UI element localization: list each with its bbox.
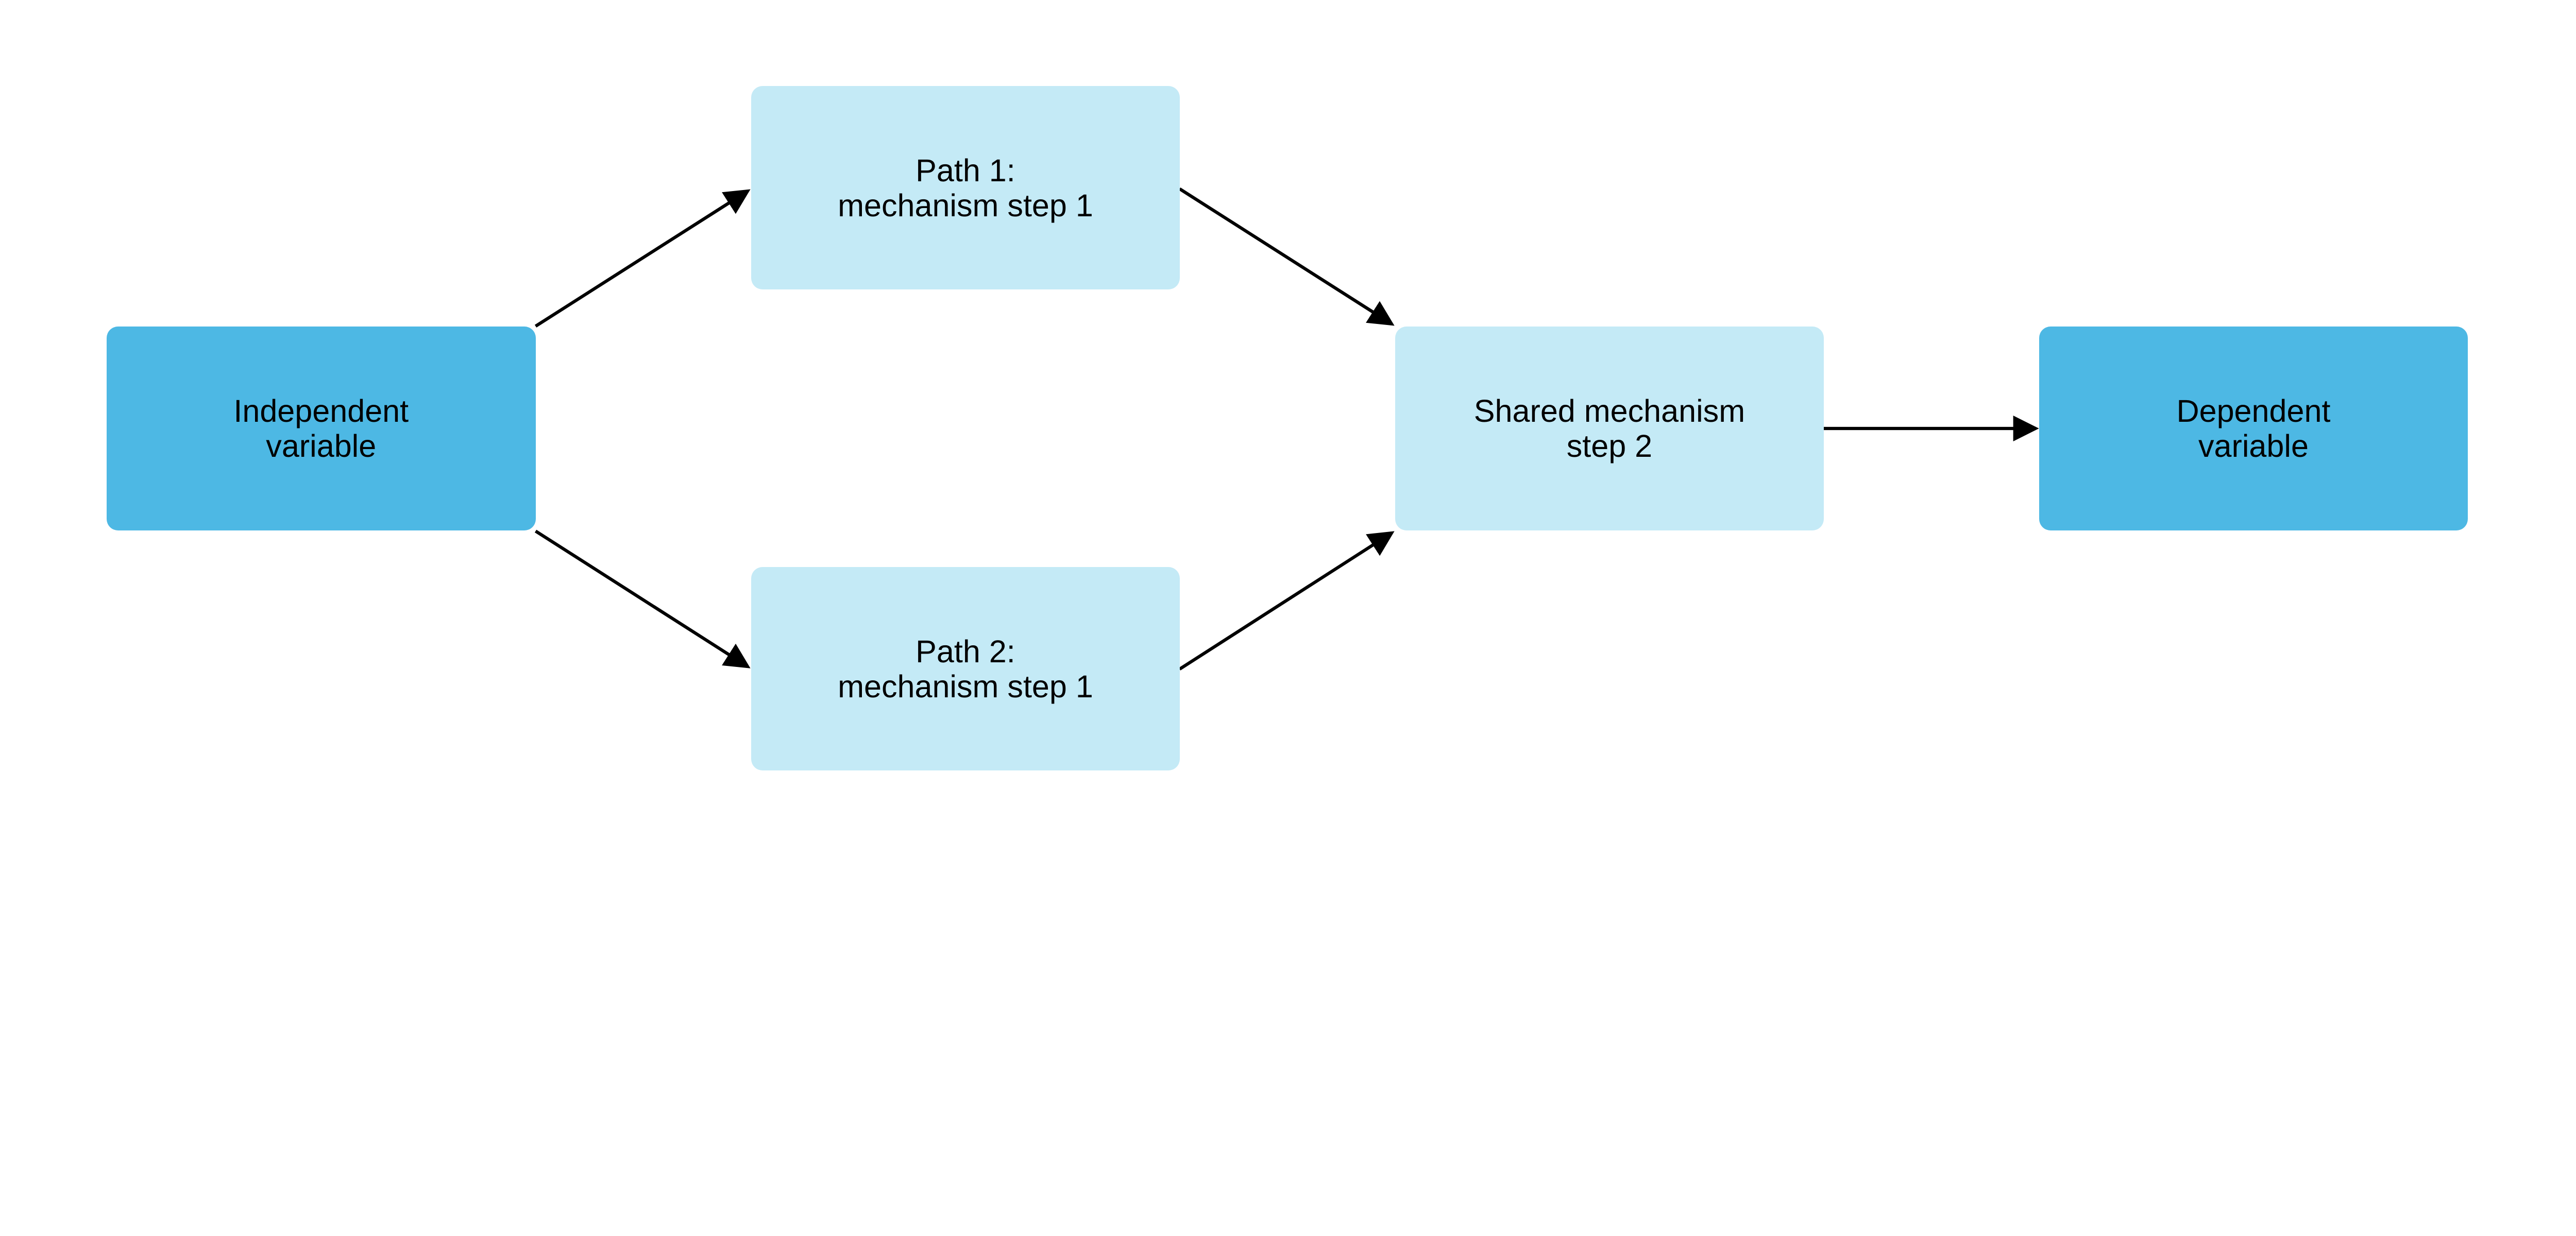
node-dependent-variable: Dependent variable [2039,326,2468,530]
node-label-line: variable [266,428,377,464]
node-label-line: Dependent [2176,393,2331,428]
arrow-path2-to-shared [1178,531,1395,671]
node-shared-mechanism-step2: Shared mechanism step 2 [1395,326,1824,530]
arrow-independent-to-path2 [534,529,751,668]
node-independent-variable: Independent variable [106,326,536,530]
node-path2-step1: Path 2: mechanism step 1 [751,566,1180,771]
node-label-line: Path 1: [916,152,1015,188]
node-path1-step1: Path 1: mechanism step 1 [751,85,1180,290]
node-label-line: Path 2: [916,633,1015,669]
node-label-line: Shared mechanism [1473,393,1745,428]
node-label-line: step 2 [1566,428,1653,464]
arrow-path1-to-shared [1178,187,1395,326]
arrows-layer [534,187,2039,671]
node-label-line: variable [2198,428,2309,464]
node-label-line: mechanism step 1 [838,668,1093,704]
node-label-line: Independent [233,393,409,428]
diagram-canvas: Independent variable Path 1: mechanism s… [106,85,2468,771]
node-label-line: mechanism step 1 [838,187,1093,223]
arrow-independent-to-path1 [534,189,751,328]
